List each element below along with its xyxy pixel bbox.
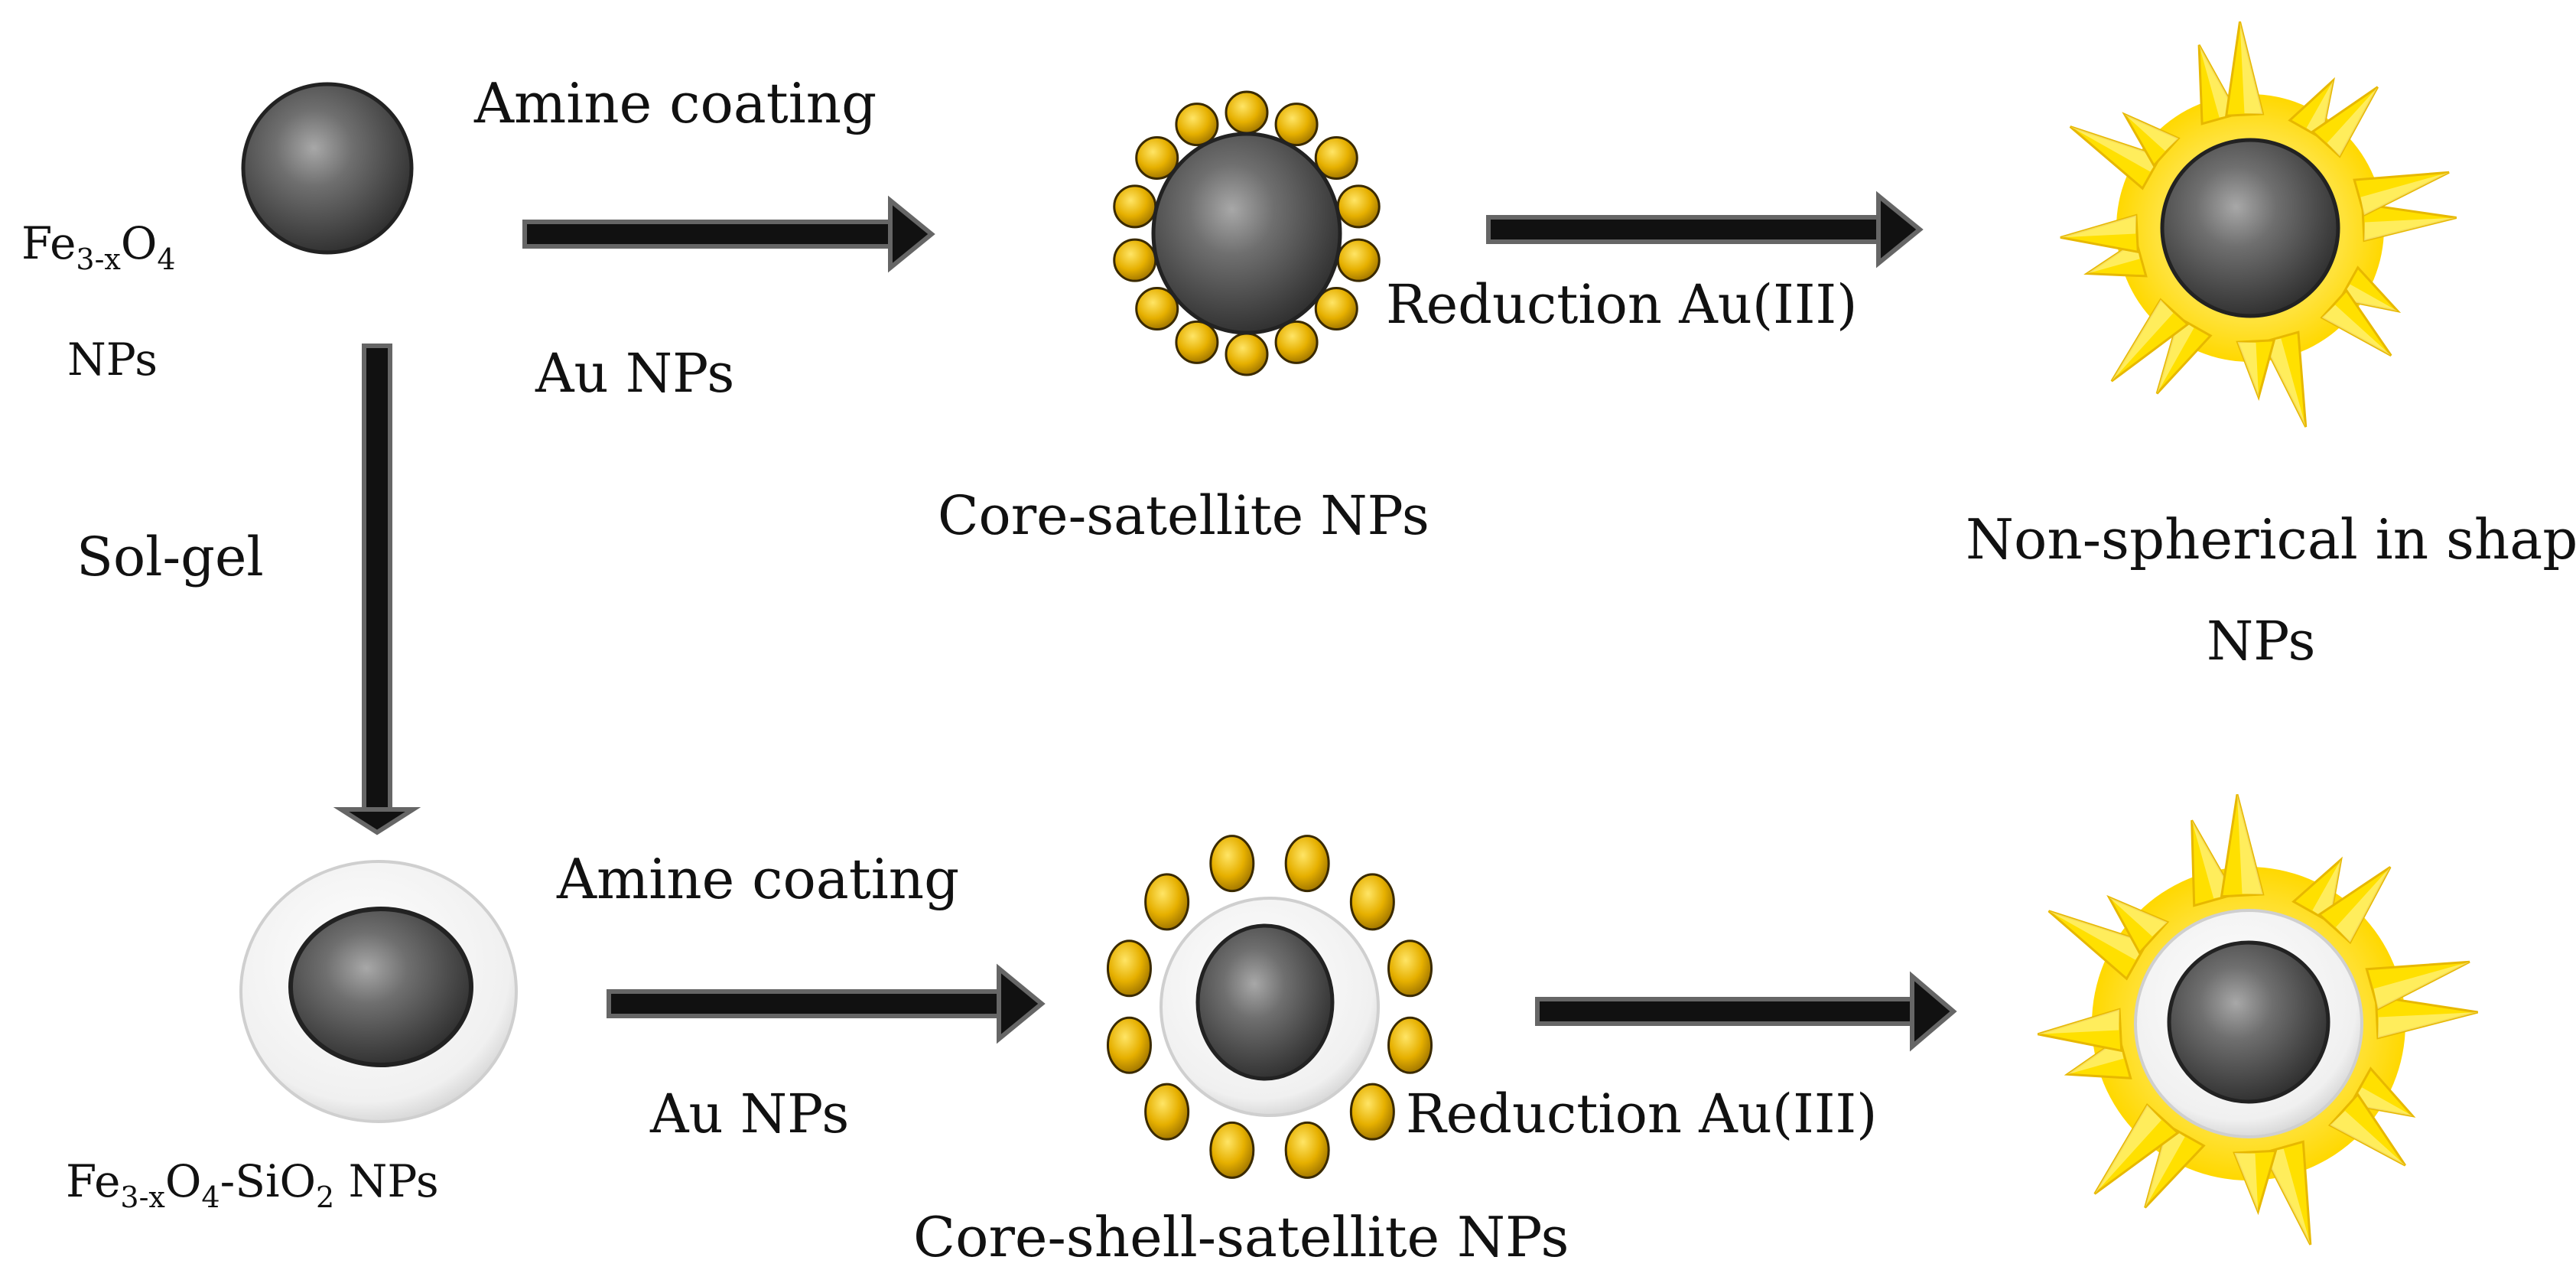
arrow-top-1 bbox=[522, 195, 935, 273]
gold-spike-highlight bbox=[2157, 317, 2194, 394]
gold-spike-highlight bbox=[2350, 1087, 2413, 1116]
au-nps-label-bottom: Au NPs bbox=[649, 1083, 849, 1145]
gold-spike-highlight bbox=[2094, 1105, 2161, 1194]
gold-spike-highlight bbox=[2364, 217, 2457, 241]
gold-spike-highlight bbox=[2109, 897, 2168, 936]
gold-spike-highlight bbox=[2111, 299, 2174, 382]
arrow-bottom-2 bbox=[1535, 971, 1957, 1052]
gold-spike-highlight bbox=[2360, 172, 2450, 216]
star-particle-top bbox=[2060, 21, 2457, 428]
gold-spike-highlight bbox=[2373, 962, 2470, 1009]
gold-spike-highlight bbox=[2239, 21, 2263, 114]
gold-spike-highlight bbox=[2336, 867, 2391, 943]
gold-satellite bbox=[1284, 835, 1330, 893]
gold-satellite bbox=[1209, 1121, 1255, 1179]
sol-gel-label: Sol-gel bbox=[76, 526, 264, 588]
gold-spike-highlight bbox=[2306, 80, 2334, 138]
gold-satellite bbox=[1314, 135, 1358, 180]
gold-spike-highlight bbox=[2340, 284, 2398, 311]
fe3o4-sio2-particle bbox=[239, 860, 518, 1123]
gold-spike-highlight bbox=[2145, 1125, 2185, 1208]
gold-satellite bbox=[1225, 90, 1269, 135]
nonspherical-label-line2: NPs bbox=[2207, 610, 2315, 672]
gold-spike bbox=[2320, 288, 2392, 357]
gold-satellite bbox=[1113, 238, 1157, 282]
gold-satellite bbox=[1349, 1083, 1395, 1141]
amine-coating-label-top: Amine coating bbox=[473, 71, 877, 135]
gold-satellites-bottom bbox=[1106, 835, 1433, 1179]
gold-satellite bbox=[1144, 873, 1190, 931]
gold-spike bbox=[2110, 298, 2190, 383]
fe3o4-label: Fe3-xO4 bbox=[21, 217, 176, 276]
gold-spike-highlight bbox=[2070, 126, 2161, 172]
gold-spike-highlight bbox=[2327, 86, 2378, 157]
gold-satellite bbox=[1387, 939, 1433, 998]
reduction-label-bottom: Reduction Au(III) bbox=[1406, 1083, 1877, 1145]
core-satellite-particle bbox=[1113, 90, 1381, 376]
arrow-top-2 bbox=[1486, 190, 1924, 269]
gold-satellite bbox=[1349, 873, 1395, 931]
gold-satellite bbox=[1106, 1016, 1152, 1074]
gold-spike-highlight bbox=[2312, 859, 2341, 923]
gold-spike-highlight bbox=[2038, 1009, 2120, 1034]
arrow-bottom-1 bbox=[607, 963, 1046, 1044]
core-shell-satellite-label: Core-shell-satellite NPs bbox=[913, 1205, 1569, 1269]
core-shell-satellite-particle bbox=[1106, 835, 1433, 1179]
arrow-down-sol-gel bbox=[333, 344, 421, 835]
gold-spike-highlight bbox=[2321, 304, 2392, 356]
au-nps-label-top: Au NPs bbox=[535, 342, 734, 405]
fe3o4-sio2-label: Fe3-xO4-SiO2 NPs bbox=[66, 1155, 439, 1214]
gold-spike bbox=[2069, 125, 2162, 190]
gold-satellite bbox=[1113, 184, 1157, 229]
gold-spike-highlight bbox=[2048, 910, 2148, 960]
gold-spike-highlight bbox=[2237, 342, 2259, 398]
gold-satellites-top bbox=[1113, 90, 1381, 376]
core-satellite-label: Core-satellite NPs bbox=[938, 484, 1429, 547]
gold-satellite bbox=[1135, 287, 1179, 331]
reduction-label-top: Reduction Au(III) bbox=[1386, 273, 1857, 336]
gold-satellite bbox=[1274, 320, 1319, 364]
gold-satellite bbox=[1106, 939, 1152, 998]
gold-satellite bbox=[1336, 238, 1381, 282]
fe3o4-core bbox=[241, 82, 414, 255]
gold-satellite bbox=[1284, 1121, 1330, 1179]
gold-spike-highlight bbox=[2124, 114, 2179, 151]
gold-satellite bbox=[1336, 184, 1381, 229]
gold-spike-highlight bbox=[2060, 215, 2136, 238]
gold-satellite bbox=[1175, 320, 1219, 364]
star-particle-bottom bbox=[2037, 794, 2478, 1246]
gold-spike-highlight bbox=[2237, 794, 2263, 895]
gold-satellite bbox=[1387, 1016, 1433, 1074]
gold-satellite bbox=[1175, 103, 1219, 147]
amine-coating-label-bottom: Amine coating bbox=[556, 847, 959, 911]
gold-satellite bbox=[1225, 332, 1269, 376]
gold-spike-highlight bbox=[2377, 1012, 2478, 1038]
fe3o4-label-nps: NPs bbox=[67, 334, 158, 386]
gold-spike-highlight bbox=[2263, 1148, 2311, 1245]
gold-satellite bbox=[1135, 135, 1179, 180]
gold-spike bbox=[2122, 112, 2181, 168]
gold-spike bbox=[2317, 866, 2392, 945]
gold-spike-highlight bbox=[2262, 338, 2306, 428]
gold-spike bbox=[2144, 1123, 2206, 1209]
gold-satellite bbox=[1144, 1083, 1190, 1141]
gold-satellite bbox=[1314, 287, 1358, 331]
gold-satellite bbox=[1274, 103, 1319, 147]
gold-spike-highlight bbox=[2330, 1111, 2405, 1166]
nonspherical-label-line1: Non-spherical in shape bbox=[1966, 507, 2576, 571]
gold-spike-highlight bbox=[2234, 1152, 2259, 1212]
gold-satellite bbox=[1209, 835, 1255, 893]
